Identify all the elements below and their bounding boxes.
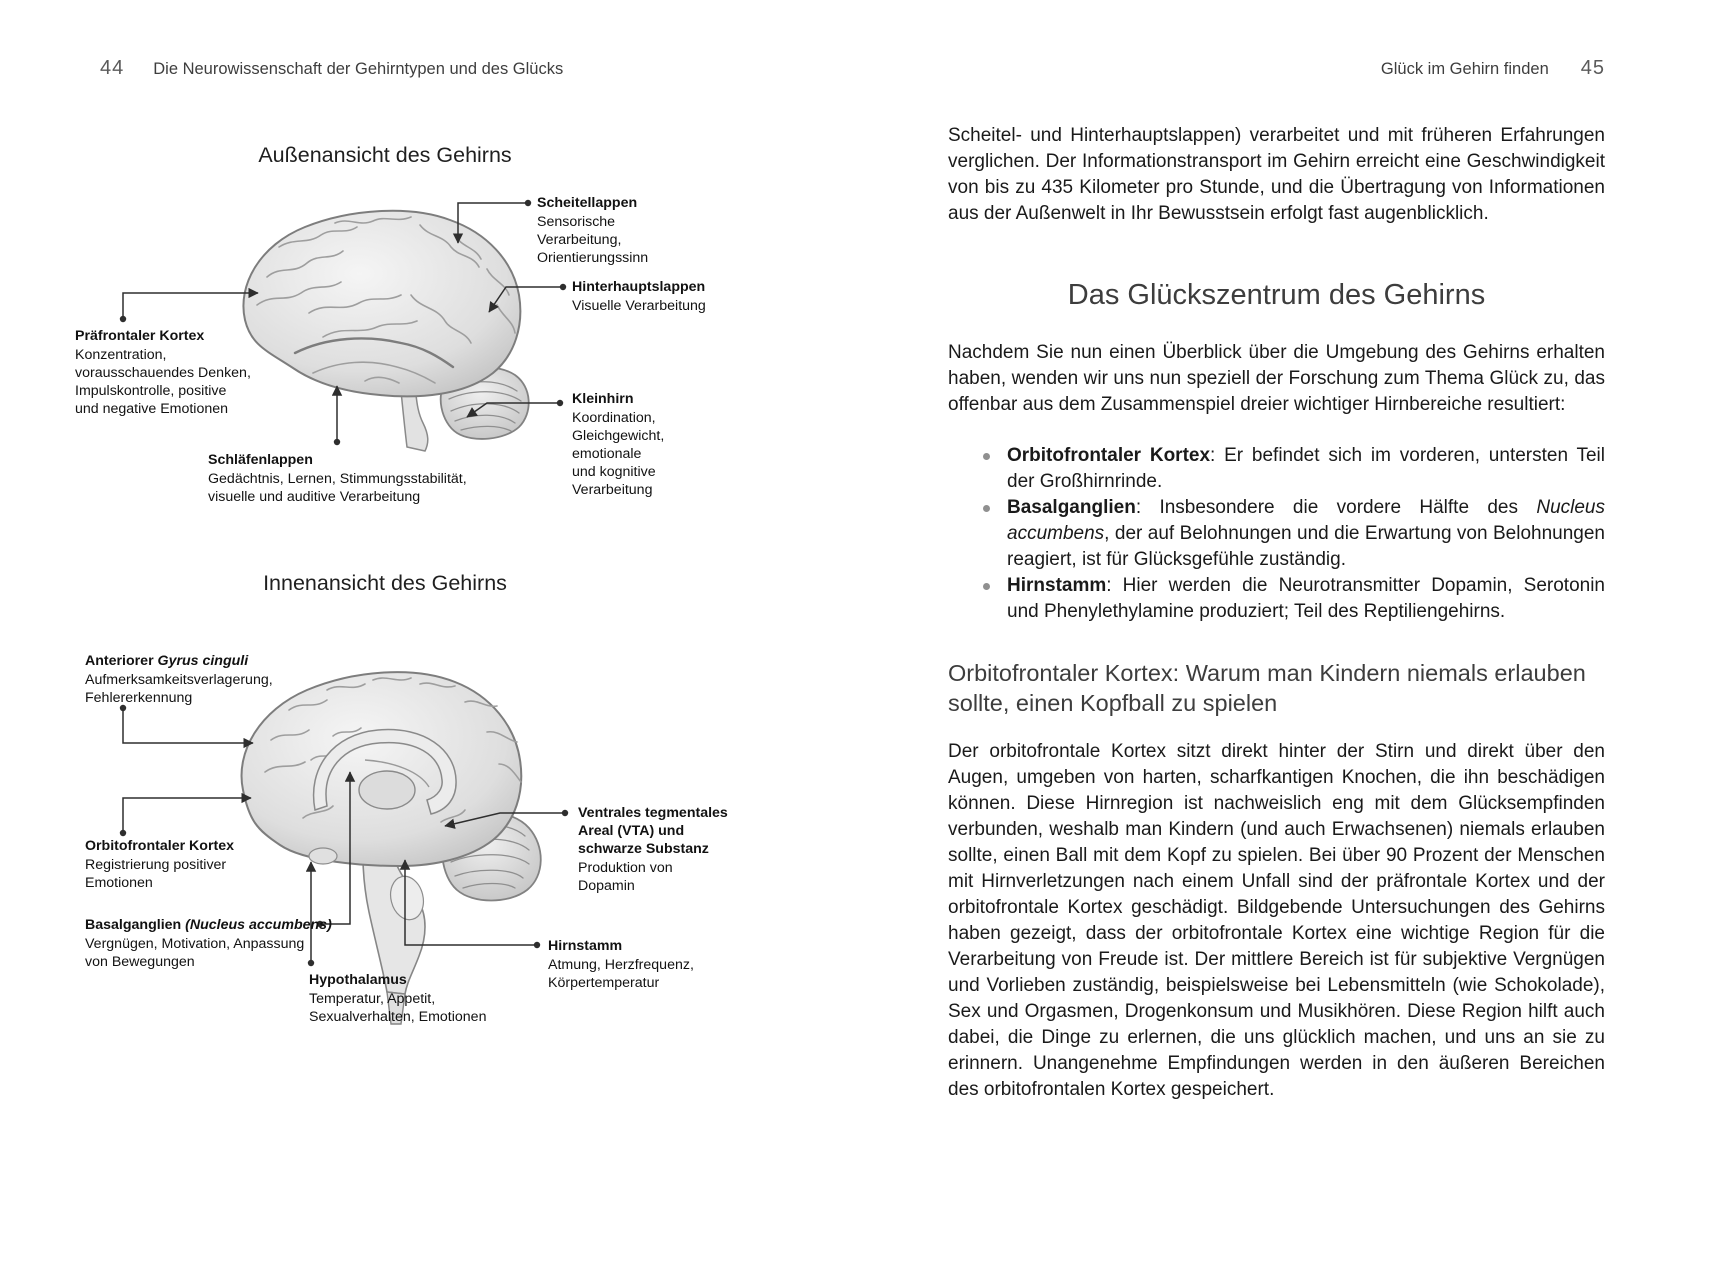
label-orbitofrontaler-kortex: Orbitofrontaler Kortex Registrierung pos… xyxy=(85,837,285,892)
thalamus xyxy=(358,770,416,810)
list-item-italic: Nucleus accumbens xyxy=(1007,497,1605,544)
running-head-right: Glück im Gehirn finden 45 xyxy=(948,57,1605,80)
section-heading: Das Glückszentrum des Gehirns xyxy=(1067,279,1486,311)
right-page: Scheitel- und Hinterhauptslappen) verarb… xyxy=(948,123,1605,1103)
running-title-right: Glück im Gehirn finden xyxy=(1380,60,1549,78)
label-title: Schläfenlappen xyxy=(208,452,313,468)
label-desc: Produktion von Dopamin xyxy=(578,860,673,894)
label-title: Scheitellappen xyxy=(537,195,638,211)
overview-paragraph: Nachdem Sie nun einen Überblick über die… xyxy=(948,342,1605,415)
label-title-regular: Basalganglien xyxy=(85,917,186,933)
label-desc: Vergnügen, Motivation, Anpassung von Bew… xyxy=(85,936,305,970)
label-title: Ventrales tegmentales Areal (VTA) und sc… xyxy=(578,805,728,857)
running-head-left: 44 Die Neurowissenschaft der Gehirntypen… xyxy=(100,57,563,80)
orbitofrontal-paragraph: Der orbitofrontale Kortex sitzt direkt h… xyxy=(948,741,1605,1100)
label-anteriorer-gyrus-cinguli: Anteriorer Gyrus cinguli Aufmerksamkeits… xyxy=(85,652,315,707)
label-title: Hinterhauptslappen xyxy=(572,279,706,295)
label-praefrontaler-kortex: Präfrontaler Kortex Konzentration, vorau… xyxy=(75,327,275,418)
hypothalamus-region xyxy=(308,847,338,865)
label-title: Basalganglien (Nucleus accumbens) xyxy=(85,916,345,934)
label-desc: Sensorische Verarbeitung, Orientierungss… xyxy=(537,214,649,266)
label-vta: Ventrales tegmentales Areal (VTA) und sc… xyxy=(578,804,748,895)
label-desc: Atmung, Herzfrequenz, Körpertemperatur xyxy=(548,957,694,991)
inner-diagram-title: Innenansicht des Gehirns xyxy=(263,571,507,595)
cerebrum-outer xyxy=(242,209,522,398)
label-desc: Koordination, Gleichgewicht, emotionale … xyxy=(572,410,665,498)
page-number-left: 44 xyxy=(100,57,125,79)
list-item-orbitofrontaler-kortex: Orbitofrontaler Kortex: Er befindet sich… xyxy=(948,443,1605,495)
outer-brain-illustration xyxy=(242,209,530,452)
label-hinterhauptslappen: Hinterhauptslappen Visuelle Verarbeitung xyxy=(572,278,737,315)
list-item-term: Orbitofrontaler Kortex xyxy=(1007,445,1211,466)
list-item-term: Basalganglien xyxy=(1007,497,1136,518)
label-title: Hirnstamm xyxy=(548,938,623,954)
label-title-italic: (Nucleus accumbens) xyxy=(185,917,332,933)
list-item-hirnstamm: Hirnstamm: Hier werden die Neurotransmit… xyxy=(948,573,1605,625)
label-scheitellappen: Scheitellappen Sensorische Verarbeitung,… xyxy=(537,194,702,267)
label-desc: Temperatur, Appetit, Sexualverhalten, Em… xyxy=(309,991,487,1025)
list-item-text: , der auf Belohnungen und die Erwartung … xyxy=(1007,523,1605,570)
page-number-right: 45 xyxy=(1580,57,1605,79)
orbitofrontal-subheading: Orbitofrontaler Kortex: Warum man Kinder… xyxy=(948,660,1586,716)
running-title-left: Die Neurowissenschaft der Gehirntypen un… xyxy=(153,60,564,78)
label-title: Kleinhirn xyxy=(572,391,634,407)
label-desc: Visuelle Verarbeitung xyxy=(572,298,706,314)
label-desc: Konzentration, vorausschauendes Denken, … xyxy=(75,347,251,417)
label-desc: Aufmerksamkeitsverlagerung, Fehlererkenn… xyxy=(85,672,273,706)
list-item-basalganglien: Basalganglien: Insbesondere die vordere … xyxy=(948,495,1605,573)
list-item-text: : Insbesondere die vordere Hälfte des xyxy=(1135,497,1537,518)
list-item-text: : Hier werden die Neurotransmitter Dopam… xyxy=(1007,575,1605,622)
label-title-italic: Gyrus cinguli xyxy=(157,653,249,669)
label-title: Präfrontaler Kortex xyxy=(75,328,205,344)
label-desc: Registrierung positiver Emotionen xyxy=(85,857,227,891)
label-title: Orbitofrontaler Kortex xyxy=(85,838,234,854)
brain-regions-list: Orbitofrontaler Kortex: Er befindet sich… xyxy=(948,443,1605,625)
label-hirnstamm: Hirnstamm Atmung, Herzfrequenz, Körperte… xyxy=(548,937,728,992)
label-title-regular: Anteriorer xyxy=(85,653,158,669)
label-schlaefenlappen: Schläfenlappen Gedächtnis, Lernen, Stimm… xyxy=(208,451,508,506)
label-hypothalamus: Hypothalamus Temperatur, Appetit, Sexual… xyxy=(309,971,519,1026)
label-kleinhirn: Kleinhirn Koordination, Gleichgewicht, e… xyxy=(572,390,712,499)
label-basalganglien: Basalganglien (Nucleus accumbens) Vergnü… xyxy=(85,916,345,971)
label-desc: Gedächtnis, Lernen, Stimmungsstabilität,… xyxy=(208,471,467,505)
gyri-inner xyxy=(264,677,522,823)
label-title: Anteriorer Gyrus cinguli xyxy=(85,652,315,670)
list-item-term: Hirnstamm xyxy=(1007,575,1107,596)
outer-diagram-title: Außenansicht des Gehirns xyxy=(258,143,512,167)
corpus-callosum xyxy=(312,728,457,815)
intro-paragraph: Scheitel- und Hinterhauptslappen) verarb… xyxy=(948,125,1605,224)
fornix xyxy=(364,759,430,788)
label-title: Hypothalamus xyxy=(309,972,407,988)
list-item-text: : Er befindet sich im vorderen, unterste… xyxy=(1007,445,1605,492)
